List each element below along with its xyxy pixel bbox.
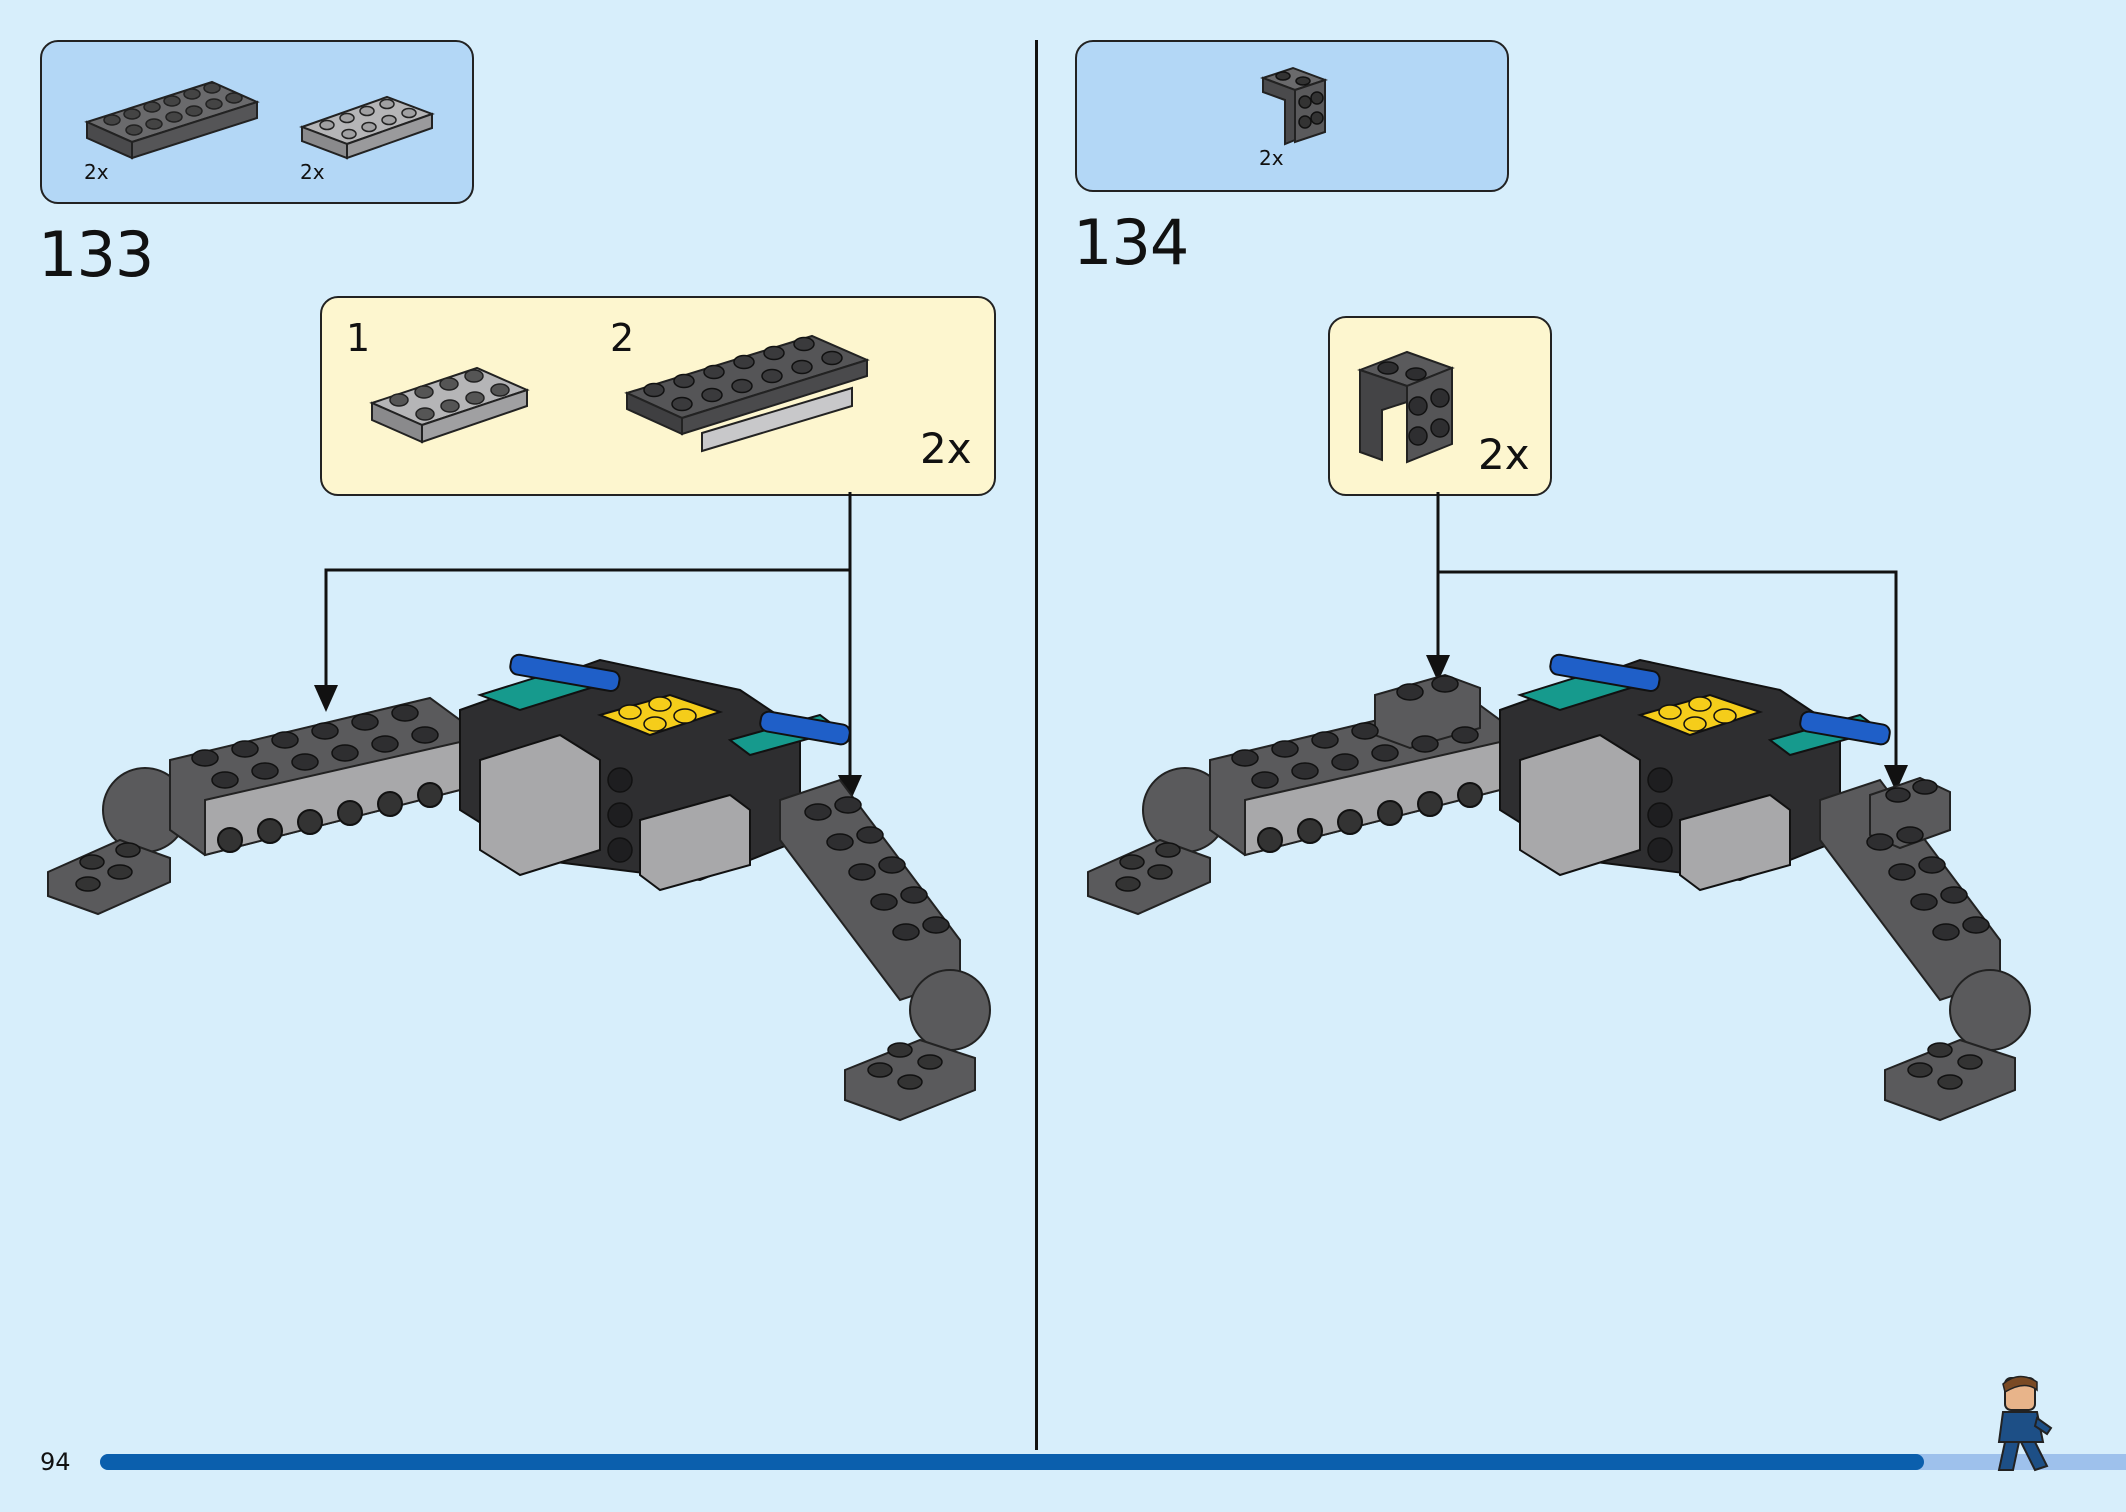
minifigure-runner-icon <box>1997 1375 2053 1472</box>
sub-multiplier: 2x <box>1478 430 1530 479</box>
bracket-1x2-2x2-dark-gray-icon <box>1357 350 1455 464</box>
parts-box-step-133: 2x 2x <box>40 40 474 204</box>
part-qty: 2x <box>300 160 325 184</box>
bracket-1x2-2x2-dark-gray-icon <box>1260 66 1328 146</box>
page-number: 94 <box>40 1448 71 1476</box>
parts-box-step-134: 2x <box>1075 40 1509 192</box>
step-number: 133 <box>38 218 154 291</box>
model-assembly-step-134 <box>1087 653 2031 1122</box>
sub-multiplier: 2x <box>920 424 972 473</box>
plate-2x6-dark-gray-icon <box>84 80 260 160</box>
subassembly-box-step-133: 1 2 2x <box>320 296 996 496</box>
subassembly-box-step-134: 2x <box>1328 316 1552 496</box>
sub-step-number: 1 <box>346 316 371 360</box>
plate-2x4-light-gray-icon <box>369 366 530 444</box>
sub-step-number: 2 <box>610 316 635 360</box>
part-qty: 2x <box>84 160 109 184</box>
progress-bar <box>100 1454 1924 1470</box>
model-assembly-step-133 <box>47 653 991 1122</box>
plate-2x4-light-gray-icon <box>299 95 435 160</box>
step-divider <box>1035 40 1038 1450</box>
step-number: 134 <box>1073 206 1189 279</box>
plate-2x6-on-light-gray-icon <box>624 334 870 453</box>
part-qty: 2x <box>1259 146 1284 170</box>
